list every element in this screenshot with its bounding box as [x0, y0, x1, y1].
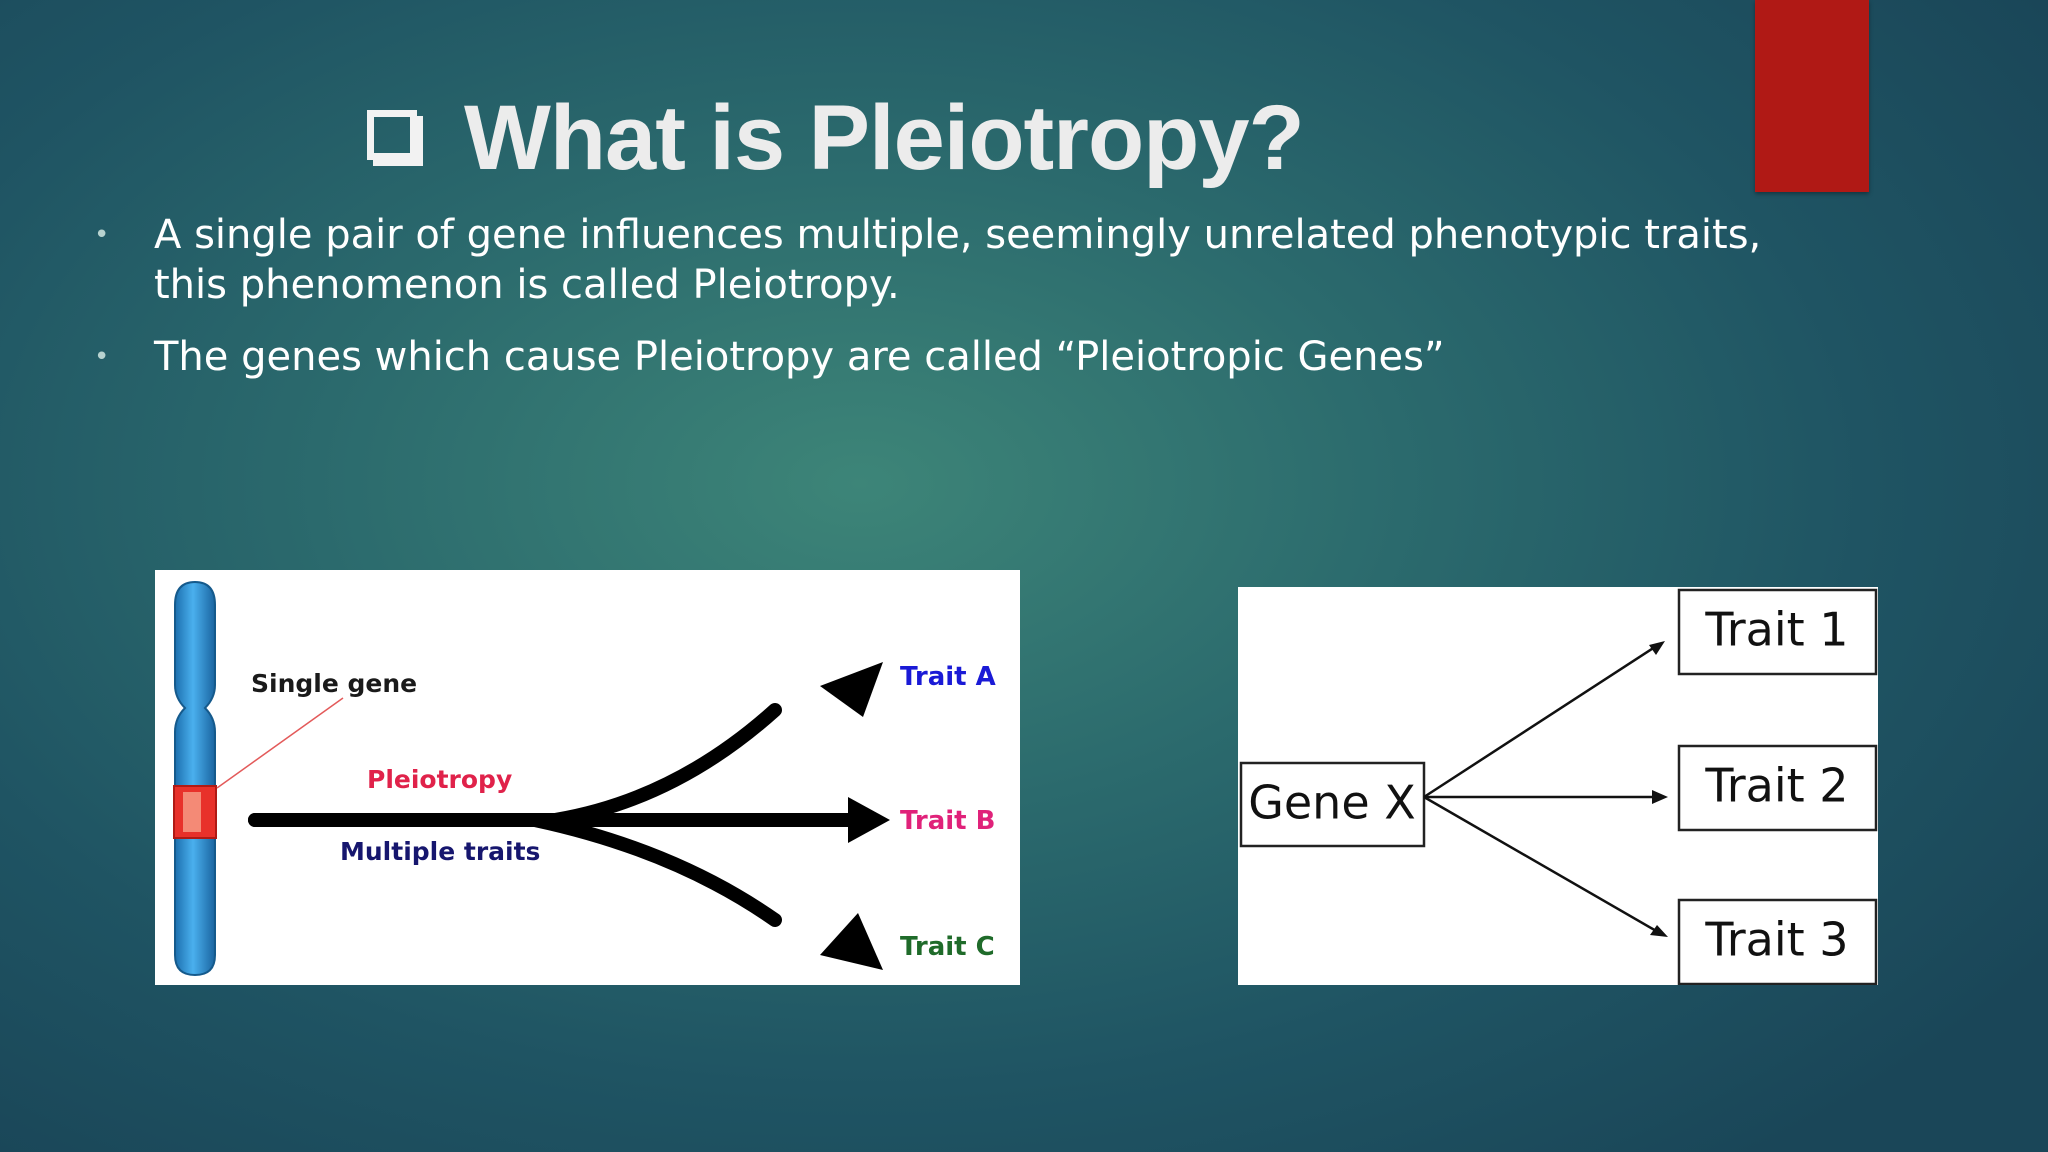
bullet-dot-icon: •: [94, 210, 109, 260]
arrow-to-trait-a: [255, 710, 775, 820]
pleiotropy-label: Pleiotropy: [367, 765, 512, 794]
arrowhead-2: [1652, 790, 1668, 804]
arrow-to-trait-c: [535, 820, 775, 920]
gene-x-arrows: [1424, 645, 1658, 932]
gene-pointer-line: [217, 698, 343, 788]
gene-x-label: Gene X: [1248, 776, 1416, 830]
branch-arrows: [255, 710, 875, 920]
checkbox-square-icon: [367, 110, 417, 160]
accent-bar: [1755, 0, 1869, 192]
arrowhead-3: [1650, 925, 1668, 937]
trait-a-label: Trait A: [900, 662, 996, 692]
bullet-dot-icon: •: [94, 332, 109, 382]
arrowhead-b: [848, 797, 890, 843]
trait-2-label: Trait 2: [1704, 759, 1848, 813]
pleiotropy-diagram: Single gene Pleiotropy Multiple traits T…: [155, 570, 1020, 985]
trait-1-label: Trait 1: [1704, 603, 1848, 657]
trait-3-label: Trait 3: [1704, 913, 1848, 967]
chromosome-icon: [174, 582, 216, 975]
arrowhead-c: [820, 913, 883, 970]
bullet-list: • A single pair of gene influences multi…: [92, 210, 1792, 404]
title-row: What is Pleiotropy?: [370, 88, 1304, 188]
trait-b-label: Trait B: [900, 806, 995, 836]
bullet-item: • A single pair of gene influences multi…: [92, 210, 1792, 310]
trait-c-label: Trait C: [900, 932, 995, 962]
pleiotropy-diagram-image: Single gene Pleiotropy Multiple traits T…: [155, 570, 1020, 985]
single-gene-label: Single gene: [251, 669, 417, 698]
arrowhead-a: [820, 662, 883, 717]
bullet-item: • The genes which cause Pleiotropy are c…: [92, 332, 1792, 382]
slide-title: What is Pleiotropy?: [464, 86, 1304, 191]
gene-x-diagram: Gene X Trait 1 Trait 2 Trait 3: [1238, 587, 1878, 985]
bullet-text: A single pair of gene influences multipl…: [154, 212, 1761, 308]
arrowhead-1: [1649, 641, 1665, 655]
multiple-traits-label: Multiple traits: [340, 837, 540, 866]
gene-x-diagram-image: Gene X Trait 1 Trait 2 Trait 3: [1238, 587, 1878, 985]
bullet-text: The genes which cause Pleiotropy are cal…: [154, 334, 1445, 380]
